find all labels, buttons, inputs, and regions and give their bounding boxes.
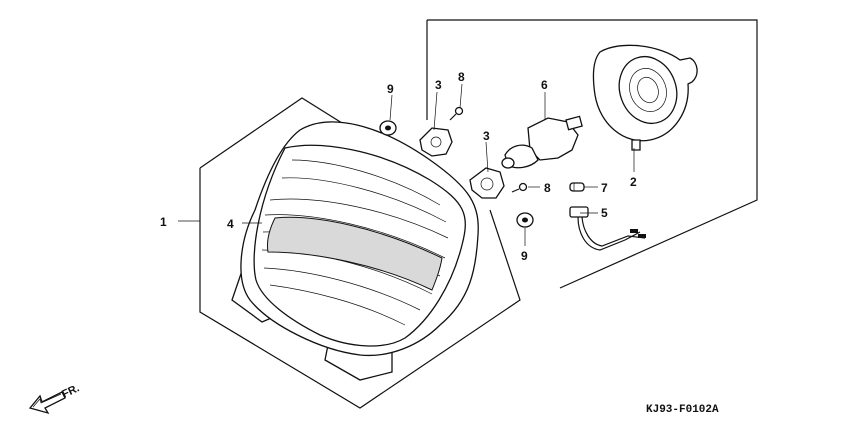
diagram-code: KJ93-F0102A (646, 404, 719, 416)
callout-2: 2 (630, 175, 637, 189)
socket-cover (592, 44, 698, 151)
callout-9-upper: 9 (387, 82, 394, 96)
callout-8-upper: 8 (458, 70, 465, 84)
position-socket-wire (569, 206, 646, 251)
position-bulb (569, 182, 585, 192)
callout-4: 4 (227, 217, 234, 231)
callout-6: 6 (541, 78, 548, 92)
retainer-upper (419, 127, 453, 157)
screw-lower (511, 182, 528, 193)
screw-upper (449, 106, 464, 121)
retainer-lower (469, 167, 505, 199)
headlight-housing (231, 121, 479, 381)
front-direction-arrow (28, 391, 66, 415)
grommet-upper (379, 120, 397, 136)
callout-3-upper: 3 (435, 78, 442, 92)
assembly-outline-socket (426, 19, 758, 289)
callout-5: 5 (601, 206, 608, 220)
callout-1: 1 (160, 215, 167, 229)
headlight-bulb (501, 115, 583, 169)
callout-9-lower: 9 (521, 249, 528, 263)
grommet-lower (516, 212, 534, 228)
callout-3-lower: 3 (483, 129, 490, 143)
callout-7: 7 (601, 181, 608, 195)
callout-8-lower: 8 (544, 181, 551, 195)
leader-lines (178, 83, 635, 246)
front-direction-label: FR. (60, 382, 81, 400)
